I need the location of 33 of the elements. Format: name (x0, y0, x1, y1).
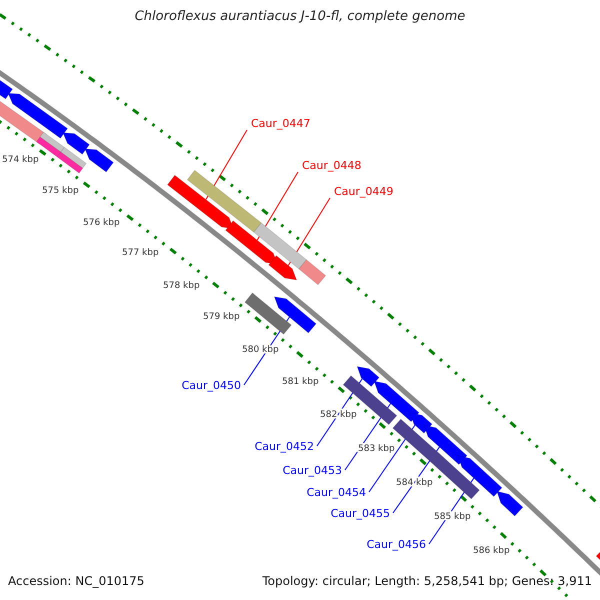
gene-feature (186, 170, 262, 233)
accession-text: Accession: NC_010175 (8, 574, 144, 588)
scale-label: 582 kbp (320, 410, 357, 420)
scale-label: 574 kbp (2, 155, 39, 165)
gene-feature (167, 174, 234, 230)
gene-feature (356, 366, 380, 387)
scale-label: 586 kbp (473, 546, 510, 556)
gene-label: Caur_0453 (282, 464, 342, 477)
gene-label: Caur_0456 (366, 538, 426, 551)
gene-feature (268, 255, 298, 280)
scale-label: 575 kbp (42, 186, 79, 196)
gene-label: Caur_0450 (182, 379, 241, 392)
gene-label: Caur_0455 (330, 507, 390, 520)
gene-label: Caur_0454 (306, 486, 366, 499)
scale-label: 581 kbp (282, 377, 319, 387)
gene-feature (374, 380, 420, 422)
gene-feature (424, 424, 468, 465)
scale-label: 584 kbp (396, 478, 433, 488)
gene-feature (410, 412, 432, 434)
gene-feature (274, 296, 317, 334)
scale-label: 577 kbp (122, 248, 159, 258)
gene-feature (225, 220, 278, 265)
scale-label: 578 kbp (163, 281, 200, 291)
scale-label: 583 kbp (358, 444, 395, 454)
gene-label: Caur_0452 (254, 440, 314, 453)
gene-label: Caur_0448 (302, 159, 362, 172)
scale-label: 579 kbp (203, 312, 240, 322)
title: Chloroflexus aurantiacus J-10-fl, complete genome (134, 9, 466, 24)
genome-info-text: Topology: circular; Length: 5,258,541 bp; Genes: 3,911 (262, 574, 592, 588)
scale-label: 576 kbp (83, 218, 120, 228)
gene-label: Caur_0447 (251, 117, 310, 130)
gene-feature (457, 455, 502, 497)
gene-label: Caur_0449 (334, 185, 394, 198)
